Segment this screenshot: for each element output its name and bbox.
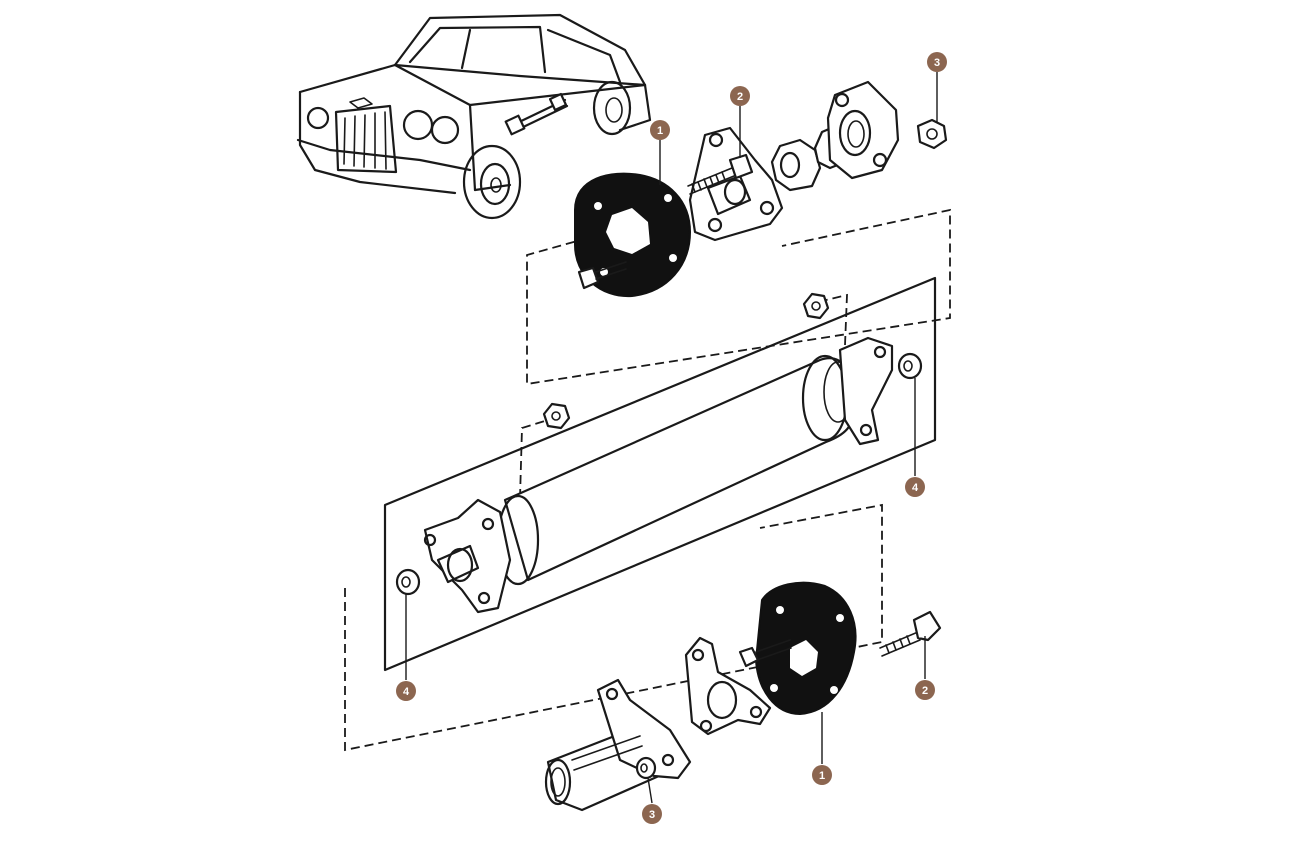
svg-text:3: 3 (934, 57, 940, 69)
callout-front-coupling: 1 (650, 120, 670, 140)
rear-flange (684, 636, 772, 736)
svg-text:2: 2 (737, 91, 743, 103)
callout-rear-bolt: 2 (915, 680, 935, 700)
svg-text:3: 3 (649, 809, 655, 821)
svg-text:2: 2 (922, 685, 928, 697)
svg-text:1: 1 (657, 125, 663, 137)
svg-text:1: 1 (819, 770, 825, 782)
front-flexible-coupling (574, 172, 692, 298)
callout-front-bolt: 2 (730, 86, 750, 106)
centring-bush-right (897, 352, 923, 380)
callout-rear-bush-right: 4 (905, 477, 925, 497)
rear-axle-hub (544, 678, 692, 812)
propshaft-tube (423, 336, 894, 614)
svg-text:4: 4 (403, 686, 410, 698)
callout-front-nut: 3 (927, 52, 947, 72)
centre-shaft-frame (383, 276, 937, 672)
centring-bush-left (395, 568, 421, 596)
front-self-locking-nut (916, 118, 948, 150)
callout-leaders (405, 72, 938, 804)
rear-coupling-bolt (879, 610, 942, 657)
callout-rear-bush-left: 4 (396, 681, 416, 701)
car-illustration (296, 13, 652, 220)
front-gearbox-flange (770, 80, 900, 192)
front-flange (687, 126, 784, 242)
svg-text:4: 4 (912, 482, 919, 494)
callout-rear-nut: 3 (642, 804, 662, 824)
rear-self-locking-nut (635, 756, 657, 780)
callout-rear-coupling: 1 (812, 765, 832, 785)
shaft-nut-upper (802, 292, 830, 320)
rear-flexible-coupling (738, 581, 857, 716)
shaft-nut-lower (542, 402, 571, 430)
dashed-assembly-guides (344, 208, 951, 752)
